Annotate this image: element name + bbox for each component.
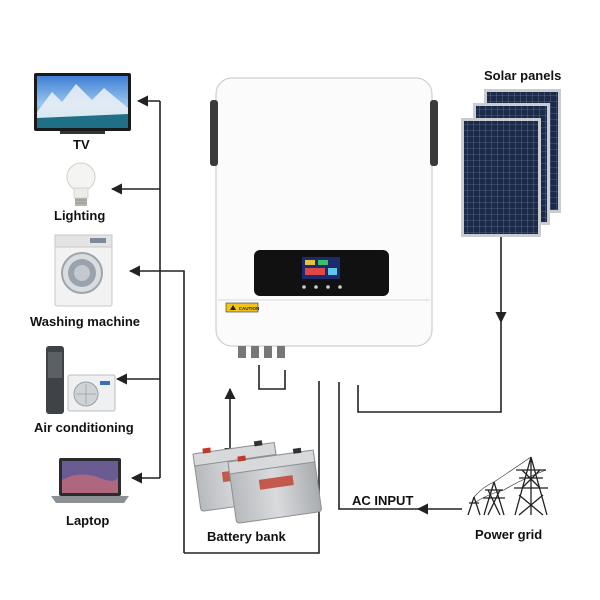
washing-feed-line (128, 265, 185, 553)
battery-bank-label: Battery bank (207, 529, 286, 544)
wiring (110, 95, 507, 554)
solar-to-inverter-line (357, 322, 502, 413)
inverter-output-line (184, 381, 320, 554)
ac-input-label: AC INPUT (352, 493, 414, 508)
caution-sticker (225, 302, 259, 313)
air-conditioner-icon (46, 346, 116, 414)
hybrid-inverter: CAUTION (210, 77, 438, 358)
tv-label: TV (73, 137, 90, 152)
solar-panels-icon (461, 89, 561, 237)
solar-panels-label: Solar panels (484, 68, 562, 83)
tv-icon (34, 73, 131, 134)
battery-link-line (258, 365, 286, 390)
power-grid-label: Power grid (475, 527, 543, 542)
washing-machine-label: Washing machine (30, 314, 141, 329)
air-conditioning-label: Air conditioning (34, 420, 134, 435)
light-bulb-icon (66, 162, 96, 206)
lighting-label: Lighting (54, 208, 106, 223)
battery-bank-icon (192, 440, 322, 524)
washing-machine-icon (54, 234, 113, 307)
laptop-icon (51, 458, 129, 503)
laptop-label: Laptop (66, 513, 110, 528)
caution-text: CAUTION (239, 306, 260, 311)
power-grid-icon (467, 456, 548, 516)
